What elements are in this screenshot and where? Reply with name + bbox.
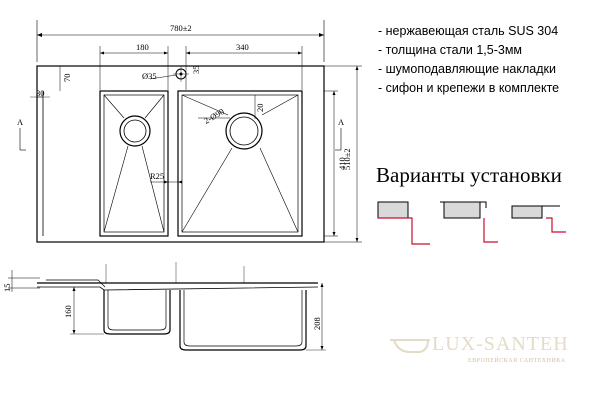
dim-left-bowl-depth: 160	[63, 305, 73, 318]
dim-overall-depth: 510±2	[342, 148, 352, 170]
install-variant-flush	[377, 201, 430, 245]
feature-list: - нержавеющая сталь SUS 304 - толщина ст…	[378, 22, 559, 98]
install-variant-undermount	[511, 205, 566, 233]
dim-left-offset: 30	[36, 88, 45, 98]
dim-left-bowl-width: 180	[136, 42, 149, 52]
dim-inner-depth: 410	[337, 157, 347, 170]
feature-item: - нержавеющая сталь SUS 304	[378, 24, 559, 38]
dim-top-offset: 70	[62, 74, 72, 83]
install-title: Варианты установки	[376, 163, 562, 187]
dim-flange-height: 15	[2, 284, 12, 293]
dim-tap-offset: 35	[191, 66, 201, 75]
feature-item: - сифон и крепежи в комплекте	[378, 81, 560, 95]
brand-name: LUX-SANTEH	[432, 333, 569, 355]
feature-item: - шумоподавляющие накладки	[378, 62, 556, 76]
dim-right-bowl-width: 340	[236, 42, 249, 52]
section-mark-right: A	[338, 117, 345, 127]
section-mark-left: A	[17, 117, 24, 127]
dim-right-bowl-depth: 208	[312, 317, 322, 330]
brand-tagline: ЕВРОПЕЙСКАЯ САНТЕХНИКА	[468, 358, 566, 364]
bathtub-logo-icon	[390, 339, 430, 353]
install-variant-top-mount	[440, 201, 498, 243]
dim-corner-radius: 20	[255, 104, 265, 113]
dim-tap-hole: Ø35	[142, 71, 157, 81]
feature-item: - толщина стали 1,5-3мм	[378, 43, 523, 57]
dim-drain-left: R25	[150, 171, 164, 181]
dim-drain-right: 2-Ø90	[202, 106, 226, 126]
dim-overall-width: 780±2	[170, 23, 192, 33]
